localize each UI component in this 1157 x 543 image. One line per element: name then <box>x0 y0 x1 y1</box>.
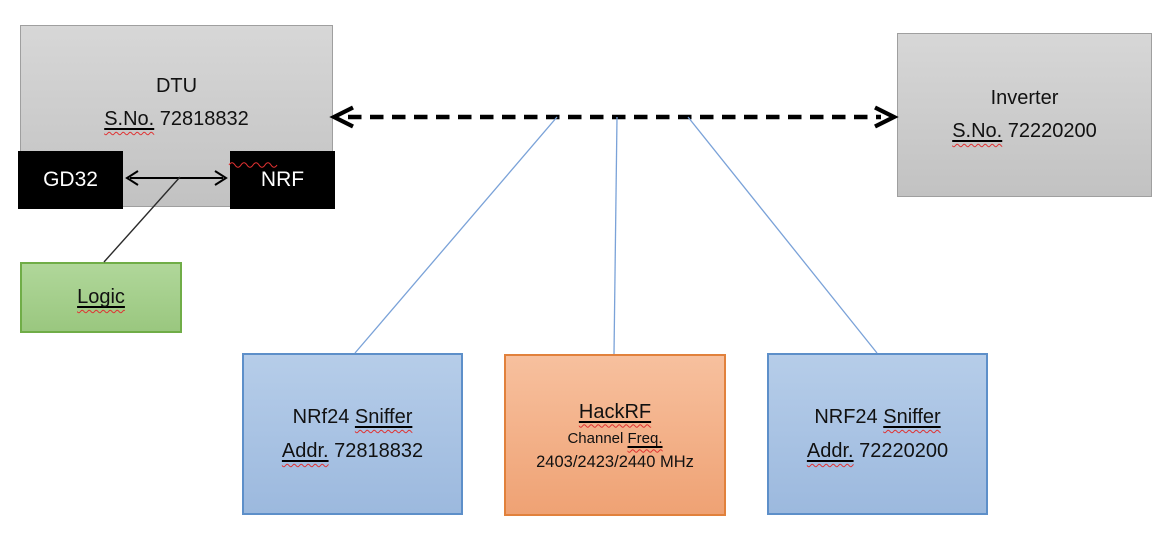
hackrf-freq-label: Channel Freq. <box>567 428 662 450</box>
sniffer-right-name: NRF24 Sniffer <box>814 400 940 434</box>
logic-label-squiggle: Logic <box>77 286 125 308</box>
logic-label-line: Logic <box>77 281 125 314</box>
hackrf-freq-values: 2403/2423/2440 MHz <box>536 452 694 471</box>
hackrf-title-line: HackRF <box>579 396 651 428</box>
inverter-title: Inverter <box>990 87 1059 109</box>
dtu-serial-label-squiggle: S.No. <box>104 108 154 130</box>
dtu-title: DTU <box>155 75 198 97</box>
sniffer-left-addr-value: 72818832 <box>334 440 424 462</box>
sniffer-left-box: NRf24 Sniffer Addr. 72818832 <box>242 353 463 515</box>
dtu-serial-label: S.No. <box>104 108 155 130</box>
sniffer-right-name-flag: Sniffer <box>883 406 941 428</box>
hackrf-title: HackRF <box>578 400 652 423</box>
sniffer-left-name: NRf24 Sniffer <box>293 400 413 434</box>
hackrf-box: HackRF Channel Freq. 2403/2423/2440 MHz <box>504 354 726 516</box>
sniffer-right-addr-squiggle: Addr. <box>807 440 854 462</box>
nrf-chip: NRF <box>230 151 335 209</box>
sniffer-right-name-squiggle: Sniffer <box>883 406 940 428</box>
sniffer-right-addr: Addr. 72220200 <box>807 434 948 468</box>
logic-box: Logic <box>20 262 182 333</box>
dashed-link-arrowhead-right-icon <box>874 105 899 129</box>
dtu-serial-value: 72818832 <box>159 108 249 130</box>
sniffer-left-addr: Addr. 72818832 <box>282 434 423 468</box>
sniffer-left-name-prefix: NRf24 <box>292 406 350 428</box>
hackrf-title-squiggle: HackRF <box>579 401 651 423</box>
inverter-box: Inverter S.No. 72220200 <box>897 33 1152 197</box>
dashed-link-arrowhead-left-icon <box>329 105 354 129</box>
inverter-serial-label: S.No. <box>952 120 1003 142</box>
sniffer-left-name-squiggle: Sniffer <box>355 406 412 428</box>
gd32-chip: GD32 <box>18 151 123 209</box>
inverter-serial-label-squiggle: S.No. <box>952 120 1002 142</box>
hackrf-freq-squiggle: Freq. <box>628 430 663 447</box>
sniffer-right-addr-label: Addr. <box>806 440 854 462</box>
hackrf-freq-flag: Freq. <box>627 429 663 447</box>
hackrf-freq-prefix: Channel <box>567 429 624 447</box>
dtu-serial: S.No. 72818832 <box>104 103 249 136</box>
sniffer-left-name-flag: Sniffer <box>354 406 413 428</box>
sniffer-left-addr-squiggle: Addr. <box>282 440 329 462</box>
gd32-label: GD32 <box>43 168 98 191</box>
sniffer-right-addr-value: 72220200 <box>859 440 949 462</box>
sniffer-left-addr-label: Addr. <box>281 440 329 462</box>
sniffer-right-box: NRF24 Sniffer Addr. 72220200 <box>767 353 988 515</box>
logic-label: Logic <box>77 286 125 308</box>
sniffer-right-name-prefix: NRF24 <box>814 406 878 428</box>
sniffer-left-connector <box>354 116 558 354</box>
inverter-serial-value: 72220200 <box>1007 120 1097 142</box>
hackrf-connector <box>613 116 618 355</box>
nrf-label: NRF <box>260 168 305 191</box>
inverter-serial: S.No. 72220200 <box>952 115 1097 148</box>
sniffer-right-connector <box>687 116 878 354</box>
